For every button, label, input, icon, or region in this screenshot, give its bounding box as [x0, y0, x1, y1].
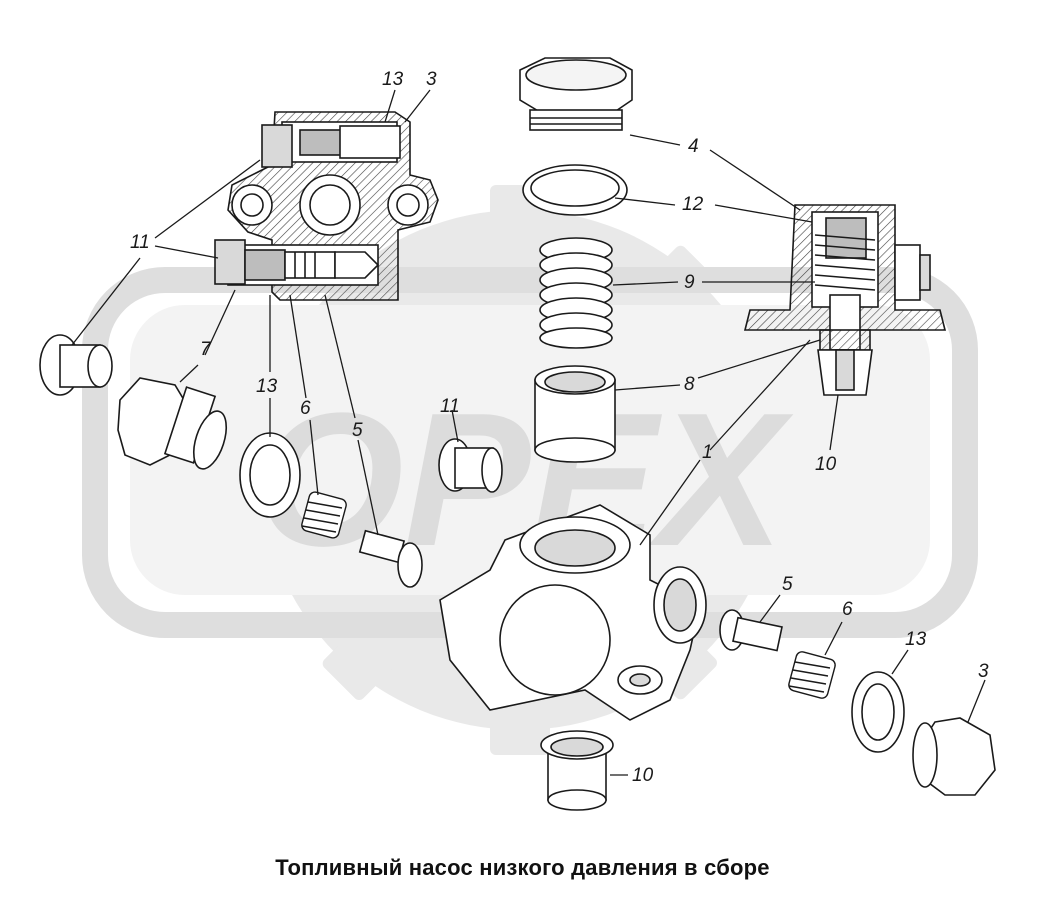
callout-3-top: 3: [426, 69, 437, 90]
part-11-cap-mid: [438, 438, 503, 493]
callout-11-mid: 11: [440, 396, 460, 417]
part-13-washer-right: [851, 671, 905, 753]
callout-3-right: 3: [978, 661, 989, 682]
valve-spring: [814, 234, 876, 291]
callout-11-left: 11: [130, 232, 150, 253]
part-6-spring-mid: [301, 491, 347, 539]
callout-9: 9: [684, 272, 695, 293]
callout-7: 7: [200, 339, 212, 360]
callout-13-right: 13: [905, 629, 927, 650]
part-3-hex-plug-right: [912, 717, 996, 796]
pump-body-section-left: [214, 111, 439, 301]
callout-10-bottom: 10: [632, 765, 654, 786]
part-6-spring-right: [788, 651, 836, 699]
part-1-pump-housing: [439, 504, 707, 721]
diagram-caption: Топливный насос низкого давления в сборе: [275, 855, 770, 880]
callout-12: 12: [682, 194, 704, 215]
part-4-hex-cap: [519, 57, 633, 131]
callout-6-mid: 6: [300, 398, 311, 419]
part-12-washer: [522, 164, 628, 216]
part-5-valve-right: [719, 609, 783, 652]
callout-6-right: 6: [842, 599, 853, 620]
callout-5-mid: 5: [352, 420, 363, 441]
part-13-washer-mid: [239, 432, 301, 518]
callout-labels: 13 3 11 7 13 6 5 11 4 12 9 8 1 10 5 6 13…: [130, 69, 989, 786]
part-5-valve-mid: [358, 529, 423, 588]
leader-lines: [71, 89, 986, 776]
callout-1: 1: [702, 442, 713, 463]
callout-13-top: 13: [382, 69, 404, 90]
callout-4: 4: [688, 136, 699, 157]
callout-8: 8: [684, 374, 695, 395]
part-10-bushing-bottom: [540, 730, 614, 811]
part-11-cap-left: [39, 334, 113, 396]
callout-13-mid: 13: [256, 376, 278, 397]
valve-section-right: [743, 204, 947, 396]
part-7-hex-plug: [117, 377, 228, 470]
part-8-piston: [534, 365, 616, 463]
part-9-spring: [539, 237, 613, 349]
callout-10-right: 10: [815, 454, 837, 475]
callout-5-right: 5: [782, 574, 793, 595]
